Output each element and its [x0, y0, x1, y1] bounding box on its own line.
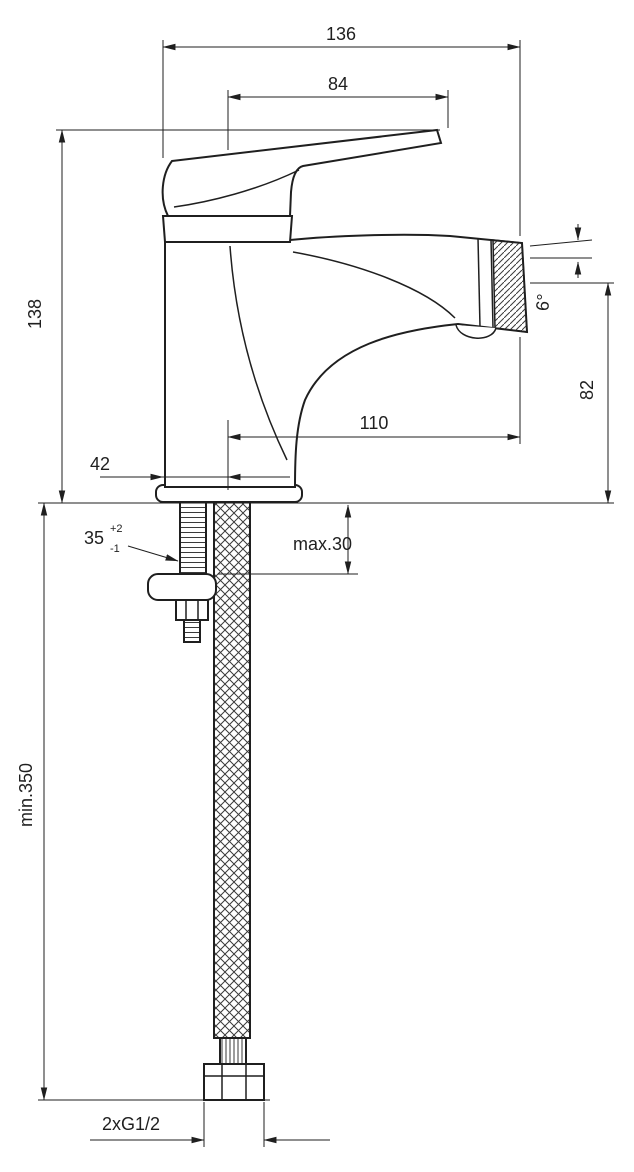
outlet-aerator	[455, 237, 528, 339]
leader-line-35	[127, 545, 179, 562]
hose-collar	[219, 1037, 247, 1067]
cartridge-ring	[161, 215, 294, 243]
lever-handle	[161, 128, 443, 217]
dim-label-lever-length: 84	[328, 74, 348, 94]
dim-label-max-mounting: max.30	[293, 534, 352, 554]
dim-label-deck-thickness: 35	[84, 528, 104, 548]
hose-nut	[203, 1063, 265, 1101]
dim-label-outlet-height: 82	[577, 380, 597, 400]
dim-label-spout-reach: 110	[360, 413, 389, 433]
dim-label-deck-tol-upper: +2	[110, 523, 123, 535]
dim-label-outlet-angle: 6°	[532, 293, 554, 312]
handle-inner-curve	[173, 169, 300, 208]
dim-label-body-height: 138	[25, 299, 45, 329]
shank-nut	[175, 599, 209, 621]
dim-label-thread-spec: 2xG1/2	[102, 1114, 160, 1134]
mounting-bracket	[147, 573, 217, 601]
faucet-body	[164, 233, 529, 488]
dimension-labels: 136 84 138 82 110 42 35 +2 -1 max.30 6° …	[16, 24, 597, 1134]
dim-label-overall-width: 136	[326, 24, 356, 44]
faucet-outline	[147, 128, 529, 1101]
spout-inner-curve	[292, 251, 456, 319]
dimension-lines	[38, 40, 614, 1147]
shank-tail	[183, 619, 201, 643]
threaded-shank	[179, 501, 207, 575]
dim-label-deck-tol-lower: -1	[110, 543, 120, 555]
angle-ref-line	[529, 239, 593, 247]
flexible-hose	[213, 501, 251, 1039]
dim-label-base-offset: 42	[90, 454, 110, 474]
dim-label-min-hose-length: min.350	[16, 763, 36, 827]
